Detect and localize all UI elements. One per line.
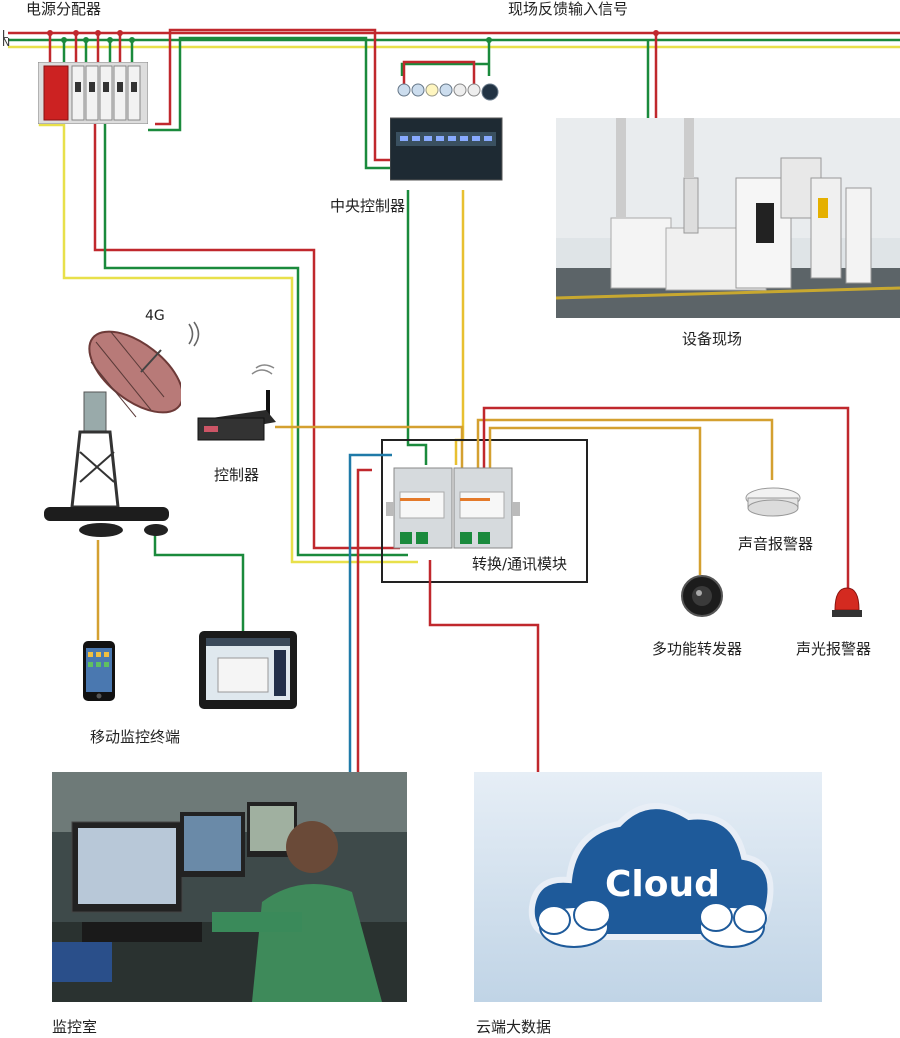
smoke-alarm-icon	[745, 487, 801, 517]
mobile-terminal-label: 移动监控终端	[90, 728, 181, 746]
field-feedback-label: 现场反馈输入信号	[508, 0, 629, 18]
cloud-word: Cloud	[605, 864, 720, 905]
monitor-room-photo	[52, 772, 407, 1002]
converter-module-device	[386, 467, 520, 549]
tablet-icon	[199, 631, 297, 709]
signal-4g-label: 4G	[145, 308, 165, 324]
controller-device	[197, 364, 276, 441]
svg-text:L: L	[2, 28, 9, 41]
wifi-signal-icon	[188, 321, 200, 347]
satellite-dish-icon	[44, 330, 181, 537]
monitor-room-label: 监控室	[52, 1018, 98, 1036]
central-controller-device	[390, 83, 503, 181]
sound-alarm-label: 声音报警器	[738, 535, 814, 553]
svg-text:N: N	[2, 36, 10, 49]
multi-repeater-label: 多功能转发器	[652, 640, 743, 658]
power-distributor-device	[38, 62, 148, 124]
camera-icon	[681, 575, 723, 617]
cloud-bigdata-label: 云端大数据	[476, 1018, 552, 1036]
cloud-panel: Cloud	[474, 772, 822, 1002]
light-sound-alarm-label: 声光报警器	[796, 640, 872, 658]
power-distributor-label: 电源分配器	[26, 0, 102, 18]
controller-label: 控制器	[214, 466, 260, 484]
equipment-site-label: 设备现场	[682, 330, 743, 348]
cloud-icon	[474, 772, 822, 1002]
converter-module-label: 转换/通讯模块	[472, 555, 568, 573]
equipment-site-photo	[556, 118, 900, 318]
strobe-alarm-icon	[832, 587, 862, 617]
central-controller-label: 中央控制器	[330, 197, 406, 215]
smartphone-icon	[83, 641, 115, 701]
